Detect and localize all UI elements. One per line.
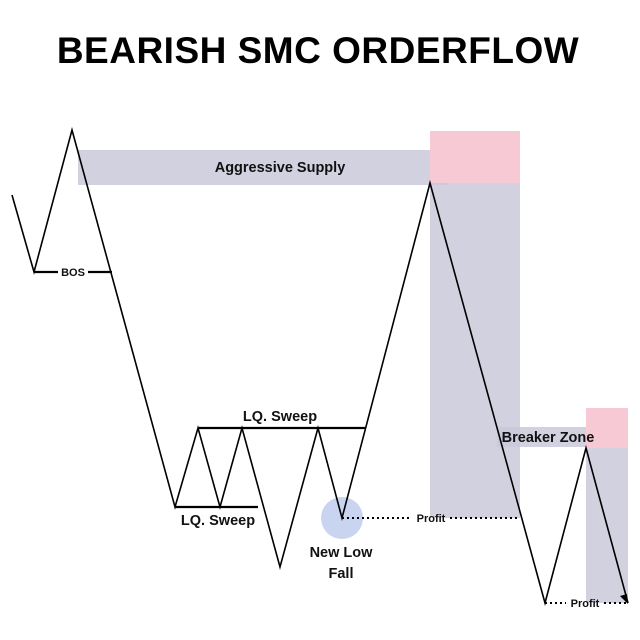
- breaker-zone-label: Breaker Zone: [502, 430, 595, 446]
- new-low-label-line1: New Low: [310, 545, 374, 561]
- profit-1-label: Profit: [417, 513, 446, 525]
- bos-label: BOS: [61, 267, 85, 279]
- price-path: [11, 126, 629, 607]
- breaker-zone-box: [497, 427, 601, 447]
- new-low-label-line2: Fall: [329, 566, 354, 582]
- aggressive-supply-zone: [78, 150, 448, 185]
- supply-highlight-zone: [430, 131, 520, 183]
- lq-sweep-upper-label: LQ. Sweep: [243, 409, 317, 425]
- price-arrow-head: [620, 594, 628, 604]
- diagram-title: BEARISH SMC ORDERFLOW: [57, 30, 579, 71]
- second-supply-highlight-zone: [586, 408, 628, 448]
- aggressive-supply-label: Aggressive Supply: [215, 160, 346, 176]
- lq-sweep-lower-label: LQ. Sweep: [181, 513, 255, 529]
- sell-range-zone: [430, 131, 520, 518]
- profit-2-label: Profit: [571, 598, 600, 610]
